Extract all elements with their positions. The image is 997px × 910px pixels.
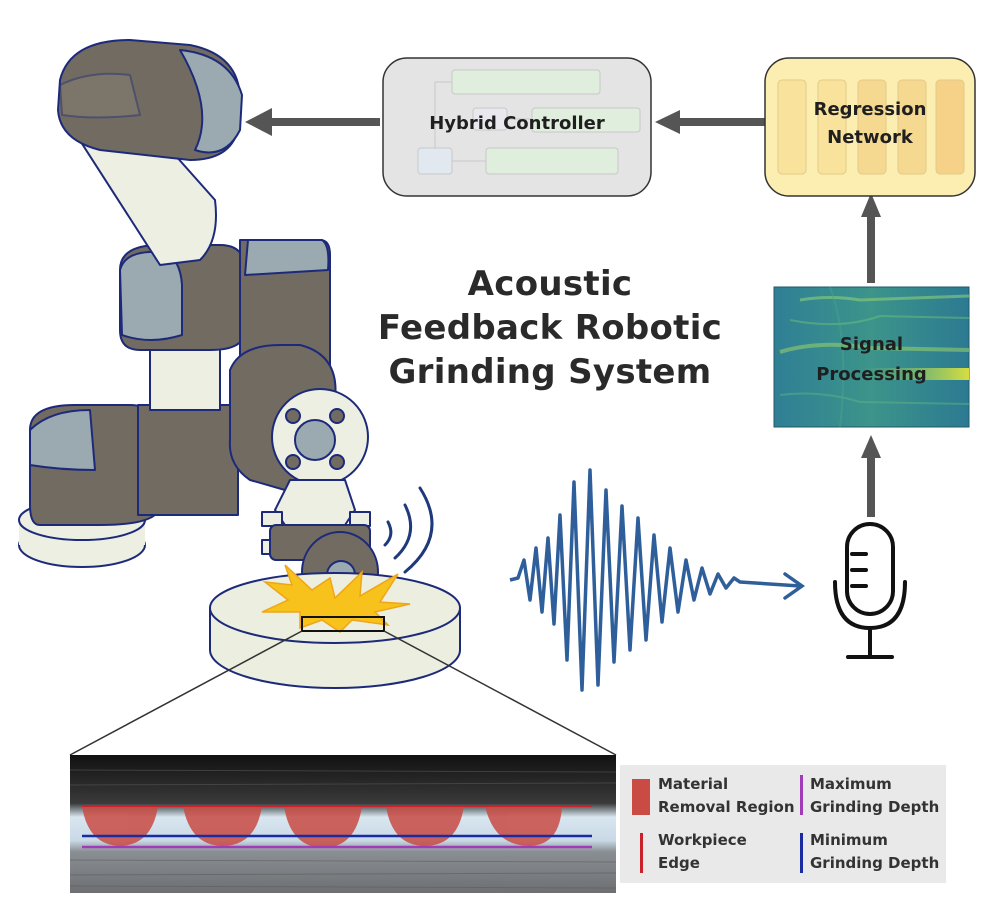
signal-processing-box <box>773 286 970 428</box>
regression-label-line-1: Regression <box>813 99 927 120</box>
signal-processing-label: Signal Processing <box>774 330 969 390</box>
spark-icon <box>261 564 411 633</box>
regression-network-label: Regression Network <box>765 96 975 152</box>
robot-arm-icon <box>18 39 379 613</box>
grinding-closeup-image <box>69 755 617 893</box>
min-depth-swatch <box>800 833 803 873</box>
diagram-title: Acoustic Feedback Robotic Grinding Syste… <box>360 262 740 394</box>
flow-arrows <box>245 108 881 517</box>
legend-workpiece-edge-line-2: Edge <box>658 854 700 872</box>
legend-material-removal-line-2: Removal Region <box>658 798 795 816</box>
legend-material-removal-line-1: Material <box>658 775 729 793</box>
title-line-3: Grinding System <box>388 352 712 392</box>
regression-label-line-2: Network <box>827 127 913 148</box>
legend-min-depth-line-2: Grinding Depth <box>810 854 940 872</box>
arrow-icon <box>783 572 806 600</box>
signal-label-line-1: Signal <box>839 334 904 355</box>
material-removal-swatch <box>632 779 650 815</box>
title-line-2: Feedback Robotic <box>377 308 723 348</box>
sound-wave-icon <box>509 468 801 692</box>
regression-network-box <box>764 57 976 197</box>
legend-min-depth-line-1: Minimum <box>810 831 888 849</box>
legend-workpiece-edge-line-1: Workpiece <box>658 831 747 849</box>
legend-max-depth-line-1: Maximum <box>810 775 892 793</box>
microphone-icon <box>833 522 907 659</box>
signal-label-line-2: Processing <box>816 364 927 385</box>
legend: Material Removal Region Maximum Grinding… <box>620 765 946 883</box>
title-line-1: Acoustic <box>467 264 633 304</box>
zoom-region-box <box>301 616 385 632</box>
legend-max-depth-line-2: Grinding Depth <box>810 798 940 816</box>
hybrid-controller-label: Hybrid Controller <box>429 113 605 134</box>
workpiece-edge-swatch <box>640 833 643 873</box>
max-depth-swatch <box>800 775 803 815</box>
sound-emission-icon <box>383 486 434 574</box>
hybrid-controller-box <box>382 57 652 197</box>
